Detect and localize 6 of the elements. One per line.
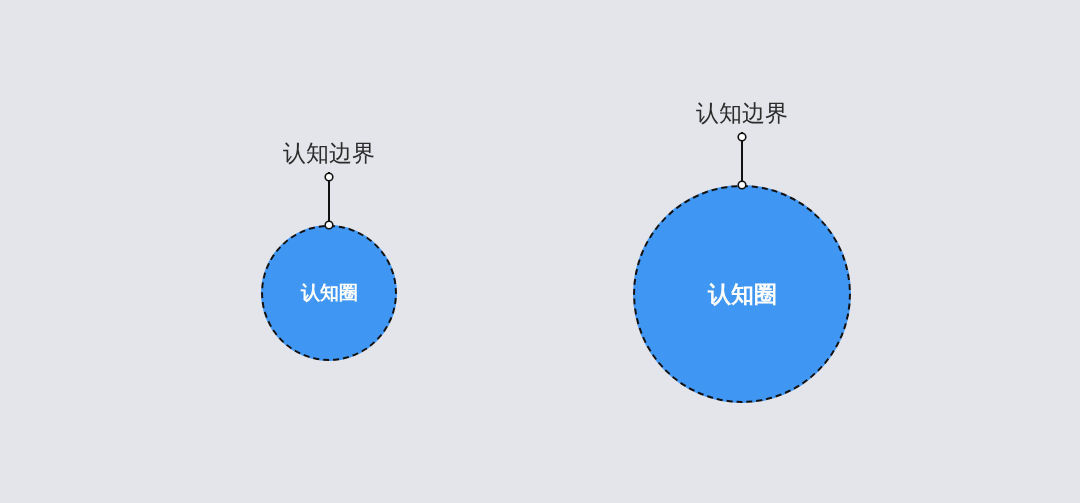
boundary-label: 认知边界 [283,138,375,168]
circle-label: 认知圈 [707,279,777,309]
leader-line [324,171,334,230]
circle-label: 认知圈 [300,280,358,305]
leader-line [737,131,747,190]
boundary-label: 认知边界 [696,98,788,128]
